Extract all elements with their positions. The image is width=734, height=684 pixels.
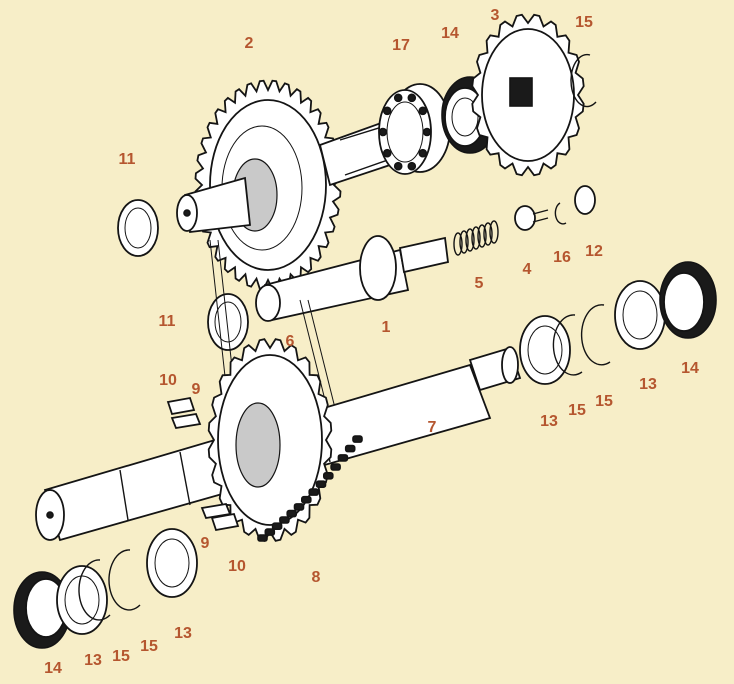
part-label-13: 13 [540, 413, 558, 430]
part-label-17: 17 [392, 37, 410, 54]
part-label-11: 11 [118, 151, 136, 168]
part-label-6: 6 [285, 333, 295, 350]
part-label-12: 12 [585, 243, 603, 260]
part-label-9: 9 [200, 535, 210, 552]
circlip-15-right-a [552, 314, 583, 376]
part-label-14: 14 [681, 360, 699, 377]
part-label-5: 5 [474, 275, 484, 292]
part-label-16: 16 [553, 249, 571, 266]
part-label-13: 13 [639, 376, 657, 393]
key-10-bottom [210, 512, 240, 532]
part-label-8: 8 [311, 569, 321, 586]
key-9-top [170, 412, 202, 430]
part-label-13: 13 [174, 625, 192, 642]
plunger-4 [514, 205, 549, 231]
spring-5 [453, 220, 499, 256]
part-label-15: 15 [112, 648, 130, 665]
washer-11-top [117, 199, 159, 257]
seal-14-bottom [13, 571, 71, 649]
part-label-9: 9 [191, 381, 201, 398]
part-label-13: 13 [84, 652, 102, 669]
washer-11-mid [207, 293, 249, 351]
part-label-2: 2 [244, 35, 254, 52]
circlip-15-right-b [580, 304, 611, 366]
part-label-11: 11 [158, 313, 176, 330]
upper-shaft [176, 116, 407, 233]
circlip-15-bottom-b [108, 549, 141, 611]
cap-12 [574, 185, 596, 215]
key-10-top [166, 396, 196, 416]
part-label-4: 4 [522, 261, 532, 278]
washer-13-right-b [614, 280, 666, 350]
part-label-10: 10 [159, 372, 177, 389]
part-label-14: 14 [44, 660, 62, 677]
chain-8 [257, 435, 363, 542]
assembly-guides [209, 239, 344, 441]
part-label-3: 3 [490, 7, 500, 24]
part-label-15: 15 [575, 14, 593, 31]
washer-13-bottom-a [56, 565, 108, 635]
washer-13-right-a [519, 315, 571, 385]
washer-13-bottom-b [146, 528, 198, 598]
part-label-7: 7 [427, 419, 437, 436]
circlip-15-bottom-a [78, 559, 111, 621]
part-label-15: 15 [595, 393, 613, 410]
circlip-15-top [570, 53, 597, 108]
part-label-15: 15 [140, 638, 158, 655]
sprocket-3 [471, 13, 585, 177]
circlip-16 [554, 202, 567, 225]
part-label-15: 15 [568, 402, 586, 419]
bearing-17 [378, 83, 451, 175]
sprocket-6 [207, 338, 333, 542]
part-label-1: 1 [381, 319, 391, 336]
gear-2 [194, 79, 342, 291]
seal-14-right [659, 261, 717, 339]
part-label-14: 14 [441, 25, 459, 42]
part-label-10: 10 [228, 558, 246, 575]
